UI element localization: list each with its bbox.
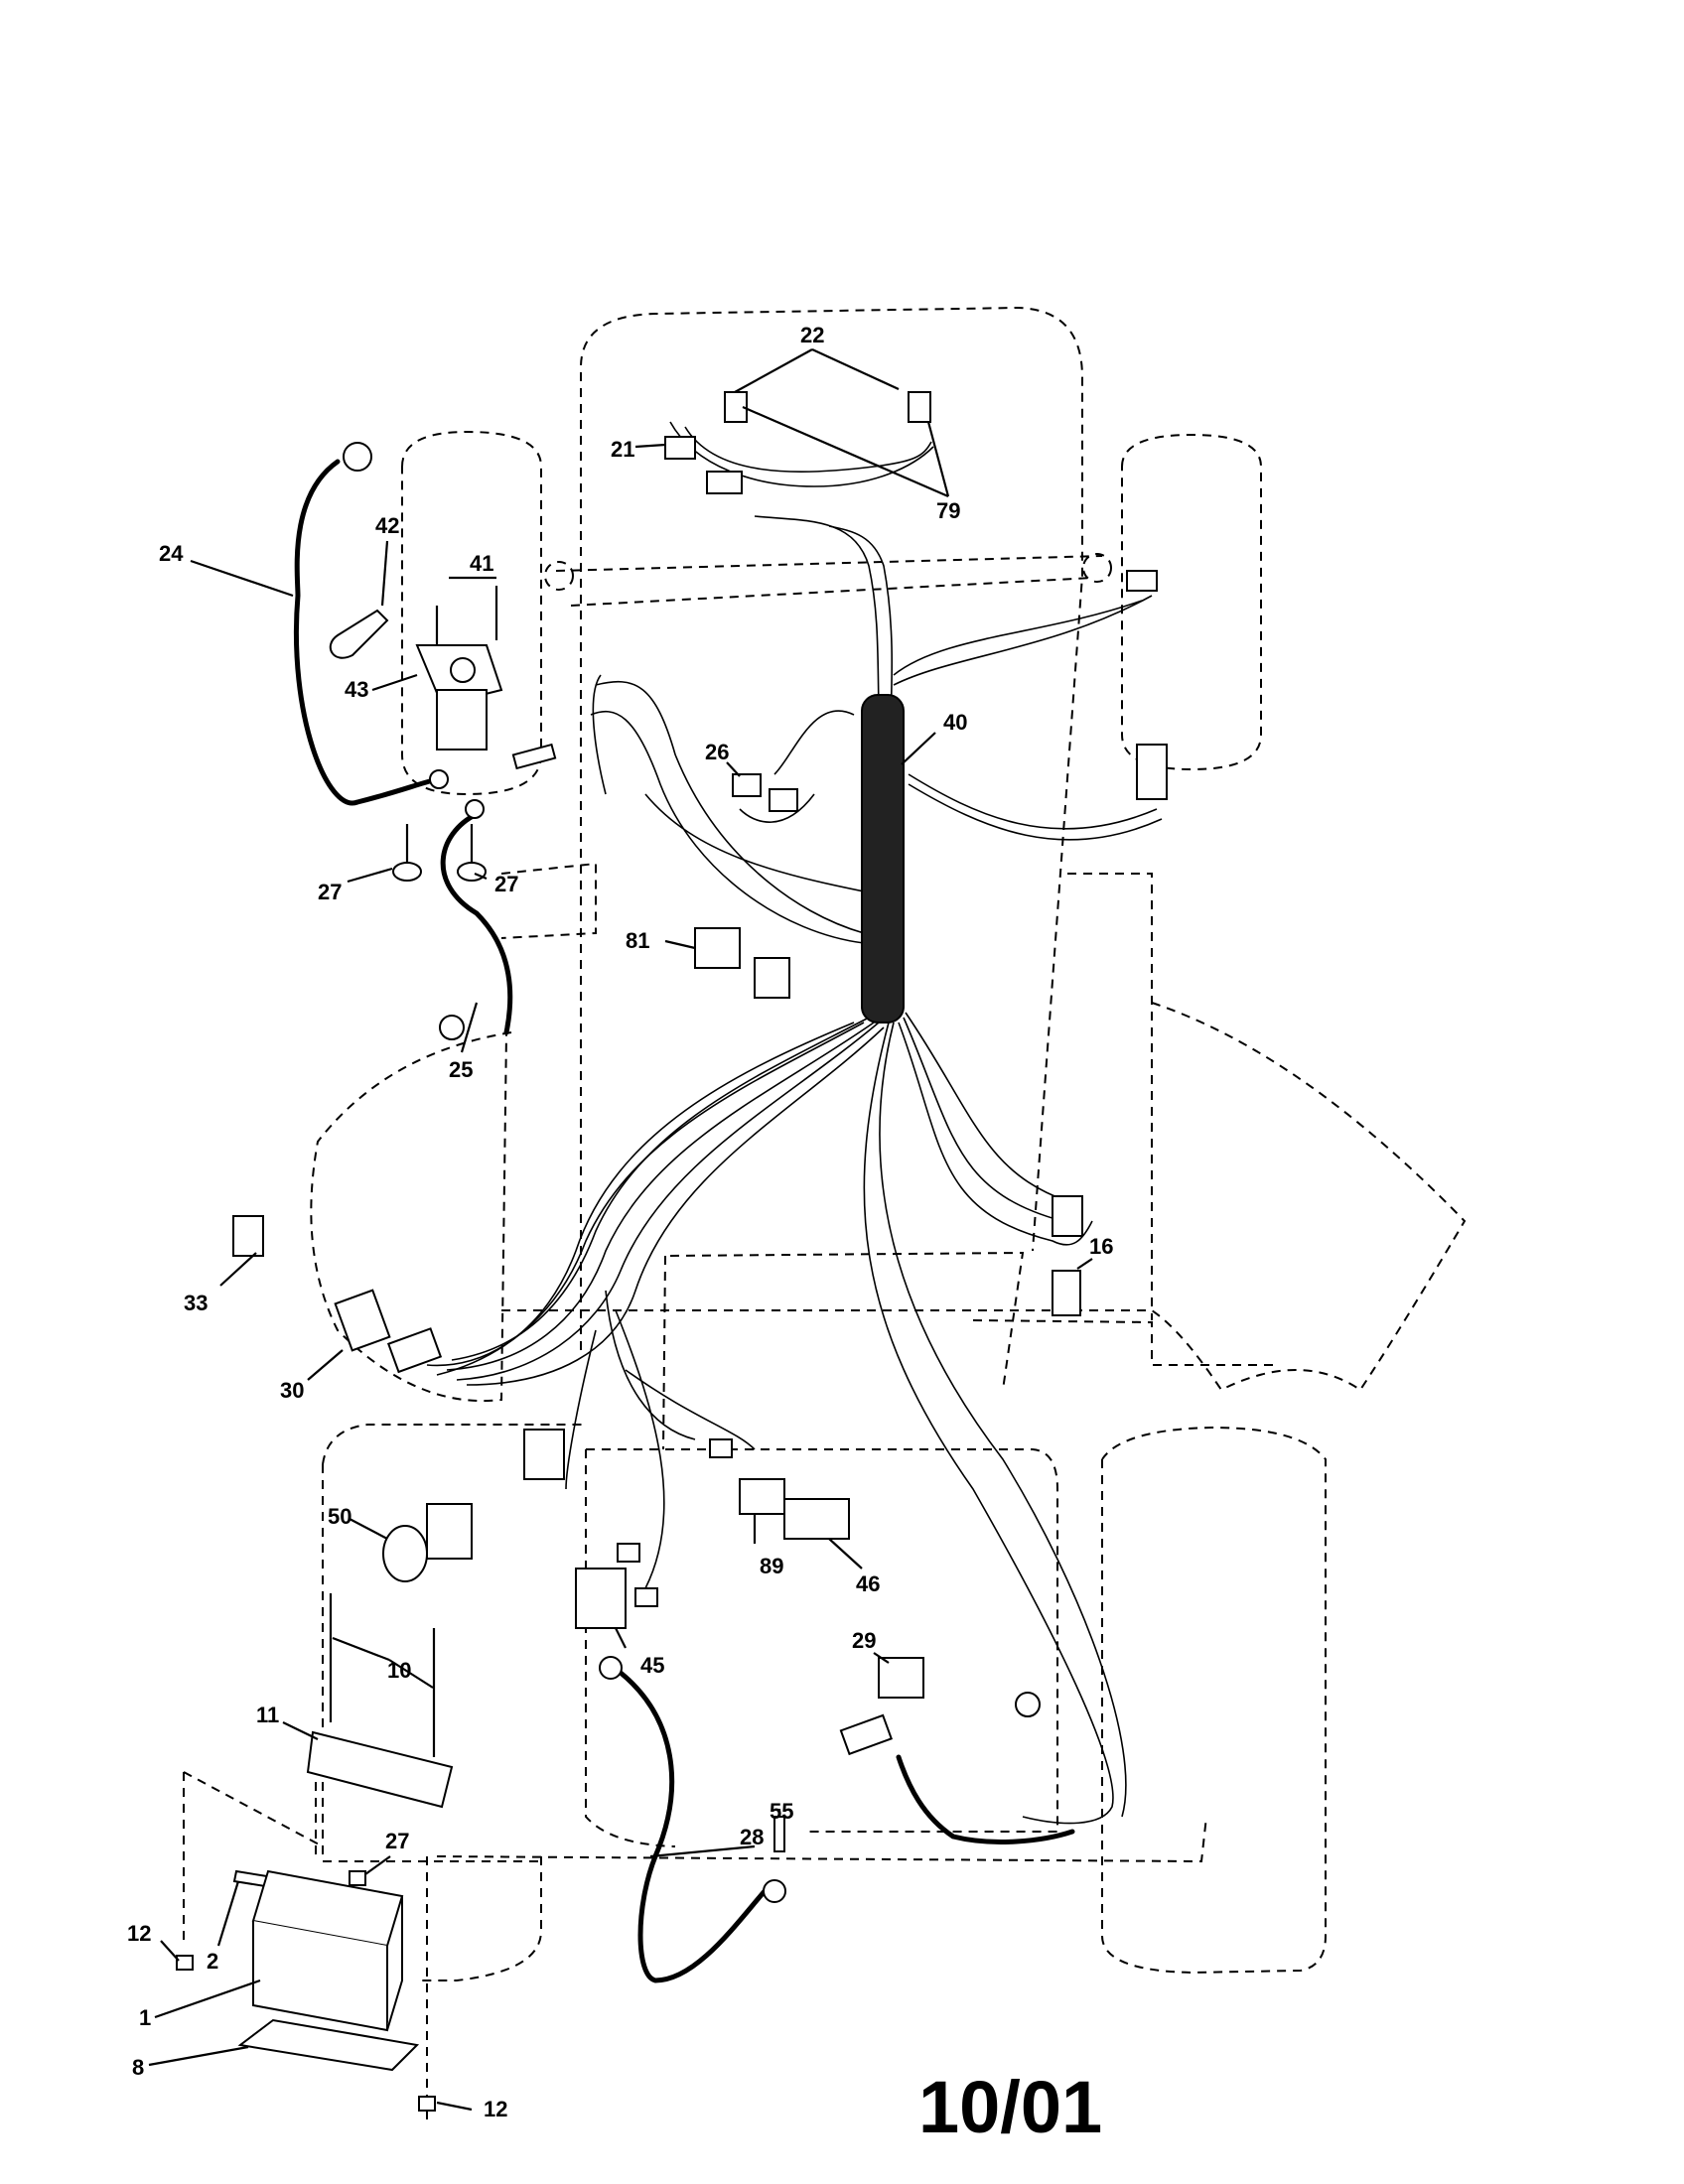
spiral-wire-wrap	[861, 694, 905, 1024]
hour-meter	[575, 1568, 627, 1629]
pto-switch	[426, 1503, 473, 1560]
meter-bracket	[739, 1478, 785, 1515]
pto-switch-knob	[382, 1525, 428, 1582]
callout-1: 1	[139, 2005, 151, 2030]
terminal-connector	[732, 773, 762, 797]
tractor-outline	[183, 306, 1467, 2124]
callout-28: 28	[740, 1825, 764, 1849]
date-code: 10/01	[918, 2066, 1102, 2148]
hex-nut	[392, 862, 422, 882]
wire-connector	[1052, 1195, 1083, 1237]
ignition-key	[232, 1215, 264, 1257]
bolt	[773, 1816, 785, 1852]
callout-79: 79	[936, 498, 960, 523]
callout-26: 26	[705, 740, 729, 764]
clip-nut	[176, 1955, 194, 1971]
callout-21: 21	[611, 437, 634, 462]
battery-hold-down	[306, 1730, 454, 1809]
callout-43: 43	[345, 677, 368, 702]
callout-27b: 27	[494, 872, 518, 896]
callout-12b: 12	[484, 2097, 507, 2121]
headlight-bulb	[908, 391, 931, 423]
clip-nut	[418, 2096, 436, 2112]
callout-11: 11	[256, 1703, 279, 1727]
headlight-connector	[664, 436, 696, 460]
relay	[694, 927, 741, 969]
callout-27a: 27	[318, 880, 342, 904]
harness-plug	[523, 1429, 565, 1480]
seat-switch-connector	[1126, 570, 1158, 592]
callout-89: 89	[760, 1554, 783, 1578]
callout-12a: 12	[127, 1921, 151, 1946]
callout-45: 45	[640, 1653, 664, 1678]
callout-81: 81	[626, 928, 649, 953]
callout-33: 33	[184, 1291, 208, 1315]
callout-16: 16	[1089, 1234, 1113, 1259]
callout-29: 29	[852, 1628, 876, 1653]
ignition-switch	[334, 1289, 391, 1352]
ring-terminal	[343, 442, 372, 472]
callouts: 24 42 41 43 27 27 25 22 21 79 40 26 81 1…	[127, 323, 1113, 2121]
battery-cables	[293, 459, 768, 1983]
nut	[349, 1870, 366, 1886]
ring-terminal	[439, 1015, 465, 1040]
callout-10: 10	[387, 1658, 411, 1683]
callout-30: 30	[280, 1378, 304, 1403]
callout-40: 40	[943, 710, 967, 735]
callout-8: 8	[132, 2055, 144, 2080]
ring-terminal	[763, 1879, 786, 1903]
callout-25: 25	[449, 1057, 473, 1082]
callout-42: 42	[375, 513, 399, 538]
callout-2: 2	[207, 1949, 218, 1974]
callout-55: 55	[770, 1799, 793, 1824]
voltmeter	[783, 1498, 850, 1540]
callout-24: 24	[159, 541, 184, 566]
callout-50: 50	[328, 1504, 351, 1529]
parts	[176, 391, 1168, 2112]
interlock-switch	[878, 1657, 924, 1699]
wire-harness	[426, 421, 1163, 1825]
callout-27c: 27	[385, 1829, 409, 1853]
fuse-holder	[511, 743, 557, 770]
hex-nut	[457, 862, 487, 882]
leader-lines	[148, 348, 1093, 2112]
terminal-boot	[329, 609, 389, 659]
battery-tray	[237, 2018, 420, 2072]
callout-46: 46	[856, 1571, 880, 1596]
callout-41: 41	[470, 551, 493, 576]
callout-22: 22	[800, 323, 824, 347]
